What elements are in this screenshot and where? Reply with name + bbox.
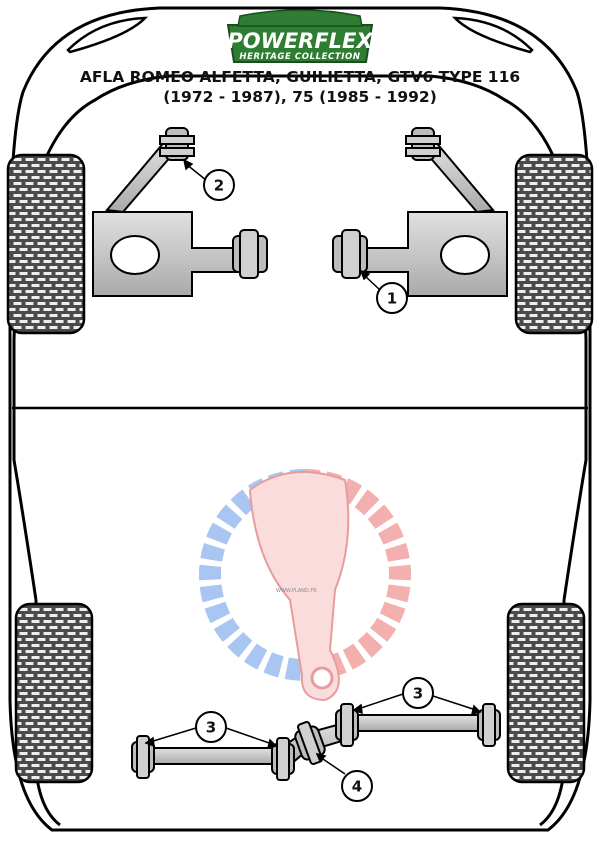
callout-3-left: 3 bbox=[195, 711, 227, 743]
callout-3-right: 3 bbox=[402, 677, 434, 709]
rear-suspension bbox=[131, 703, 501, 781]
callout-3b-label: 3 bbox=[413, 685, 423, 703]
tyre-front-left bbox=[6, 153, 86, 335]
callout-4-label: 4 bbox=[352, 778, 362, 796]
front-left-suspension bbox=[92, 127, 268, 297]
title-line-2: (1972 - 1987), 75 (1985 - 1992) bbox=[163, 88, 437, 106]
callout-1-label: 1 bbox=[387, 290, 397, 308]
tyres bbox=[6, 153, 594, 784]
watermark-logo: WWW.PLAND.FR bbox=[199, 469, 411, 702]
title-line-1: AFLA ROMEO ALFETTA, GUILIETTA, GTV6 TYPE… bbox=[80, 68, 520, 86]
callout-1: 1 bbox=[376, 282, 408, 314]
callout-2-label: 2 bbox=[214, 177, 224, 195]
watermark-piston-icon bbox=[248, 471, 350, 702]
bush-left-inner bbox=[232, 229, 268, 279]
callout-2: 2 bbox=[203, 169, 235, 201]
tyre-rear-left bbox=[14, 602, 94, 784]
bush-3-right-inner bbox=[335, 703, 359, 747]
bush-1-right-inner bbox=[332, 229, 368, 279]
watermark-red-gear bbox=[304, 469, 411, 681]
callout-3a-label: 3 bbox=[206, 719, 216, 737]
bush-3-left-inner bbox=[271, 737, 295, 781]
bush-3-right-outer bbox=[477, 703, 501, 747]
callout-4: 4 bbox=[341, 770, 373, 802]
watermark-text: WWW.PLAND.FR bbox=[276, 588, 317, 594]
car-body-outline bbox=[8, 6, 592, 832]
logo-subtitle: HERITAGE COLLECTION bbox=[239, 52, 360, 62]
powerflex-logo: POWERFLEX HERITAGE COLLECTION bbox=[226, 9, 374, 63]
tyre-rear-right bbox=[506, 602, 586, 784]
bush-3-left-outer bbox=[131, 735, 155, 779]
tyre-front-right bbox=[514, 153, 594, 335]
bush-2-left bbox=[159, 127, 195, 161]
leader-lines bbox=[144, 158, 482, 775]
front-right-suspension bbox=[332, 127, 508, 297]
bush-right-top bbox=[405, 127, 441, 161]
logo-brand: POWERFLEX bbox=[227, 29, 374, 53]
